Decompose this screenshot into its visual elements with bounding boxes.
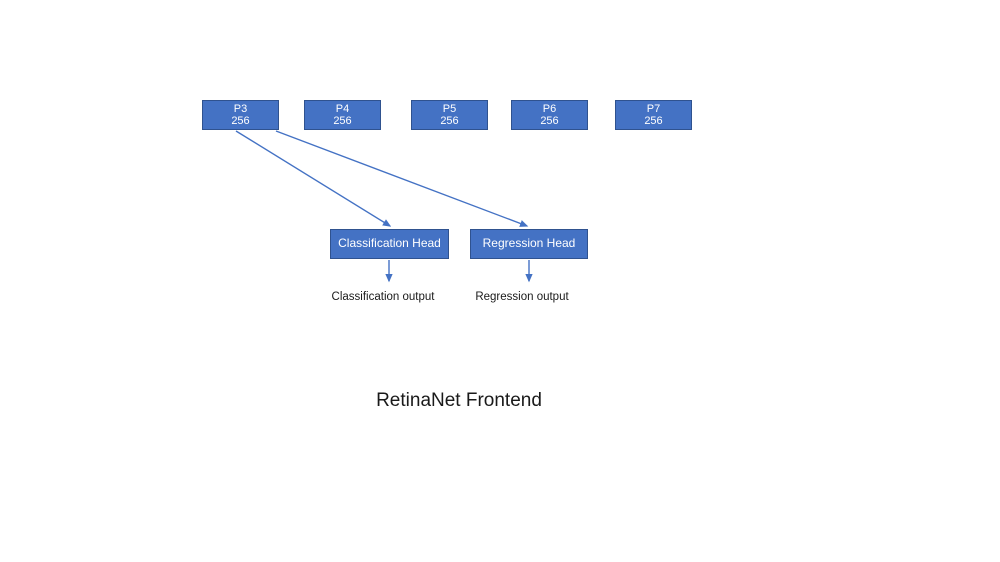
regression-head-label: Regression Head [482, 236, 576, 251]
pyramid-node-p3-name: P3 [233, 102, 248, 115]
diagram-title: RetinaNet Frontend [376, 390, 542, 411]
pyramid-node-p4[interactable]: P4 256 [304, 100, 381, 130]
classification-output-label: Classification output [331, 291, 435, 303]
classification-head-node[interactable]: Classification Head [330, 229, 449, 259]
pyramid-node-p3[interactable]: P3 256 [202, 100, 279, 130]
pyramid-node-p7-channels: 256 [644, 115, 663, 127]
pyramid-node-p7-name: P7 [646, 102, 661, 115]
edge-p3-to-classification-head [235, 130, 392, 227]
pyramid-node-p7[interactable]: P7 256 [615, 100, 692, 130]
pyramid-node-p4-channels: 256 [333, 115, 352, 127]
pyramid-node-p3-channels: 256 [231, 115, 250, 127]
regression-head-node[interactable]: Regression Head [470, 229, 588, 259]
pyramid-node-p6-channels: 256 [540, 115, 559, 127]
pyramid-node-p4-name: P4 [335, 102, 350, 115]
regression-output-label: Regression output [475, 291, 569, 303]
pyramid-node-p6[interactable]: P6 256 [511, 100, 588, 130]
pyramid-node-p5-name: P5 [442, 102, 457, 115]
edge-p3-to-regression-head [275, 130, 529, 227]
pyramid-node-p5[interactable]: P5 256 [411, 100, 488, 130]
classification-head-label: Classification Head [338, 236, 441, 251]
pyramid-node-p5-channels: 256 [440, 115, 459, 127]
pyramid-node-p6-name: P6 [542, 102, 557, 115]
